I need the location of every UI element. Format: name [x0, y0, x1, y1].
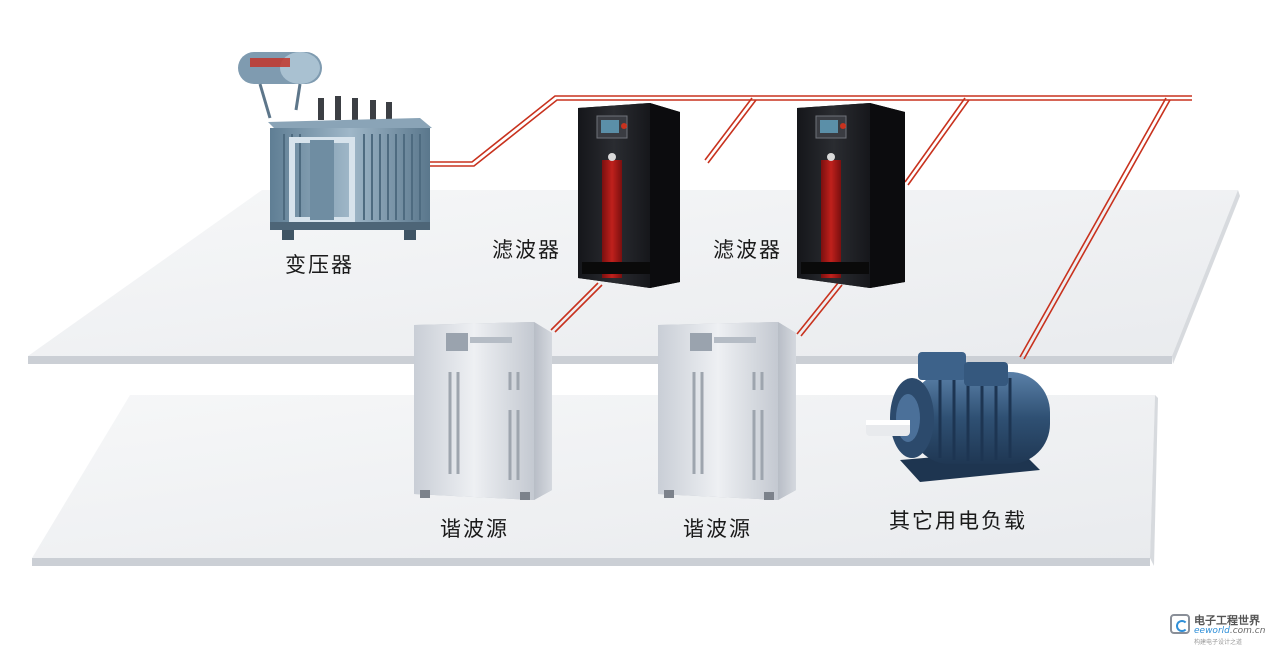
watermark-url: eeworld.com.cn	[1194, 626, 1265, 636]
power-wiring	[430, 95, 1192, 360]
motor-icon	[866, 352, 1050, 482]
harmonic-source-label-1: 谐波源	[440, 517, 509, 541]
harmonic-source-cabinet-icon	[658, 322, 796, 500]
harmonic-source-label-2: 谐波源	[683, 517, 752, 541]
eeworld-watermark: 电子工程世界 eeworld.com.cn 构建电子设计之道	[1170, 612, 1265, 646]
watermark-url-domain: .com.cn	[1229, 626, 1266, 636]
filter-label-2: 滤波器	[713, 238, 782, 262]
transformer-label: 变压器	[285, 253, 354, 277]
transformer-icon	[238, 52, 432, 240]
other-load-label: 其它用电负载	[889, 509, 1027, 533]
watermark-subtitle: 构建电子设计之道	[1194, 639, 1243, 646]
eeworld-logo-icon	[1170, 614, 1190, 634]
filter-cabinet-icon	[578, 103, 680, 288]
watermark-title: 电子工程世界	[1194, 614, 1260, 627]
harmonic-source-cabinet-icon	[414, 322, 552, 500]
watermark-url-prefix: eeworld	[1194, 626, 1230, 636]
filter-label-1: 滤波器	[492, 238, 561, 262]
filter-cabinet-icon	[797, 103, 905, 288]
